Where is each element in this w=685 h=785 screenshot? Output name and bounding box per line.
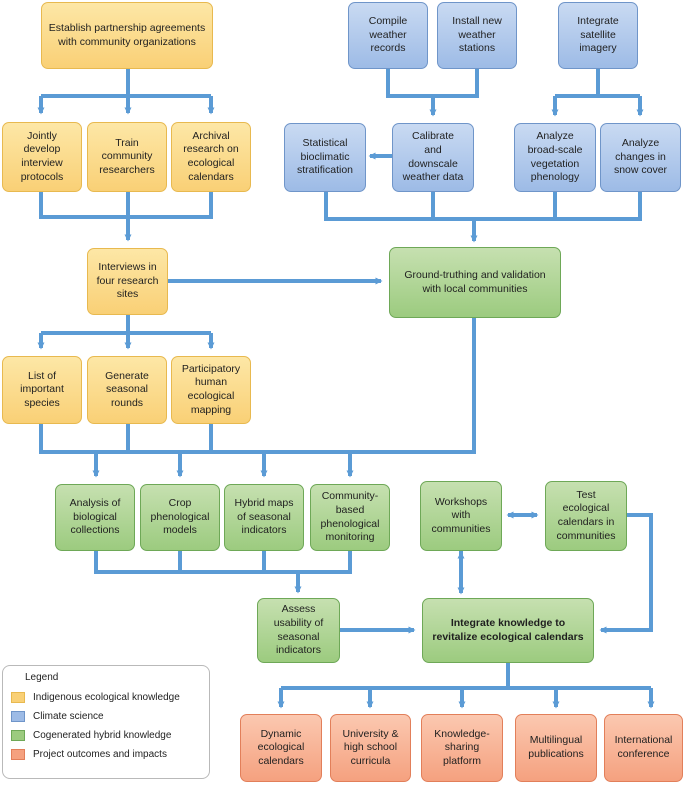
box-generate-rounds: Generate seasonal rounds xyxy=(87,356,167,424)
legend-swatch-blue xyxy=(11,711,25,722)
box-workshops: Workshops with communities xyxy=(420,481,502,551)
box-compile-weather: Compile weather records xyxy=(348,2,428,69)
legend-item-climate: Climate science xyxy=(11,707,201,726)
box-statistical-stratification: Statistical bioclimatic stratification xyxy=(284,123,366,192)
box-integrate-satellite: Integrate satellite imagery xyxy=(558,2,638,69)
box-establish-partnership: Establish partnership agreements with co… xyxy=(41,2,213,69)
legend-label: Indigenous ecological knowledge xyxy=(33,692,180,703)
box-archival-research: Archival research on ecological calendar… xyxy=(171,122,251,192)
box-knowledge-platform: Knowledge- sharing platform xyxy=(421,714,503,782)
box-crop-models: Crop phenological models xyxy=(140,484,220,551)
box-interviews: Interviews in four research sites xyxy=(87,248,168,315)
box-analyze-vegetation: Analyze broad-scale vegetation phenology xyxy=(514,123,596,192)
box-integrate-knowledge: Integrate knowledge to revitalize ecolog… xyxy=(422,598,594,663)
box-list-species: List of important species xyxy=(2,356,82,424)
legend-label: Cogenerated hybrid knowledge xyxy=(33,730,172,741)
box-calibrate-downscale: Calibrate and downscale weather data xyxy=(392,123,474,192)
box-assess-usability: Assess usability of seasonal indicators xyxy=(257,598,340,663)
box-multilingual-publications: Multilingual publications xyxy=(515,714,597,782)
legend: Legend Indigenous ecological knowledge C… xyxy=(2,665,210,779)
box-test-calendars: Test ecological calendars in communities xyxy=(545,481,627,551)
legend-swatch-green xyxy=(11,730,25,741)
legend-item-indigenous: Indigenous ecological knowledge xyxy=(11,688,201,707)
box-analysis-biological: Analysis of biological collections xyxy=(55,484,135,551)
legend-label: Project outcomes and impacts xyxy=(33,749,167,760)
box-community-monitoring: Community- based phenological monitoring xyxy=(310,484,390,551)
legend-title: Legend xyxy=(25,672,59,683)
legend-swatch-orange xyxy=(11,749,25,760)
box-jointly-develop: Jointly develop interview protocols xyxy=(2,122,82,192)
legend-item-hybrid: Cogenerated hybrid knowledge xyxy=(11,726,201,745)
box-analyze-snow: Analyze changes in snow cover xyxy=(600,123,681,192)
box-ground-truthing: Ground-truthing and validation with loca… xyxy=(389,247,561,318)
box-train-researchers: Train community researchers xyxy=(87,122,167,192)
box-hybrid-maps: Hybrid maps of seasonal indicators xyxy=(224,484,304,551)
legend-item-outcomes: Project outcomes and impacts xyxy=(11,745,201,764)
legend-label: Climate science xyxy=(33,711,104,722)
box-international-conference: International conference xyxy=(604,714,683,782)
box-university-curricula: University & high school curricula xyxy=(330,714,411,782)
box-install-stations: Install new weather stations xyxy=(437,2,517,69)
box-participatory-mapping: Participatory human ecological mapping xyxy=(171,356,251,424)
box-dynamic-calendars: Dynamic ecological calendars xyxy=(240,714,322,782)
legend-swatch-yellow xyxy=(11,692,25,703)
